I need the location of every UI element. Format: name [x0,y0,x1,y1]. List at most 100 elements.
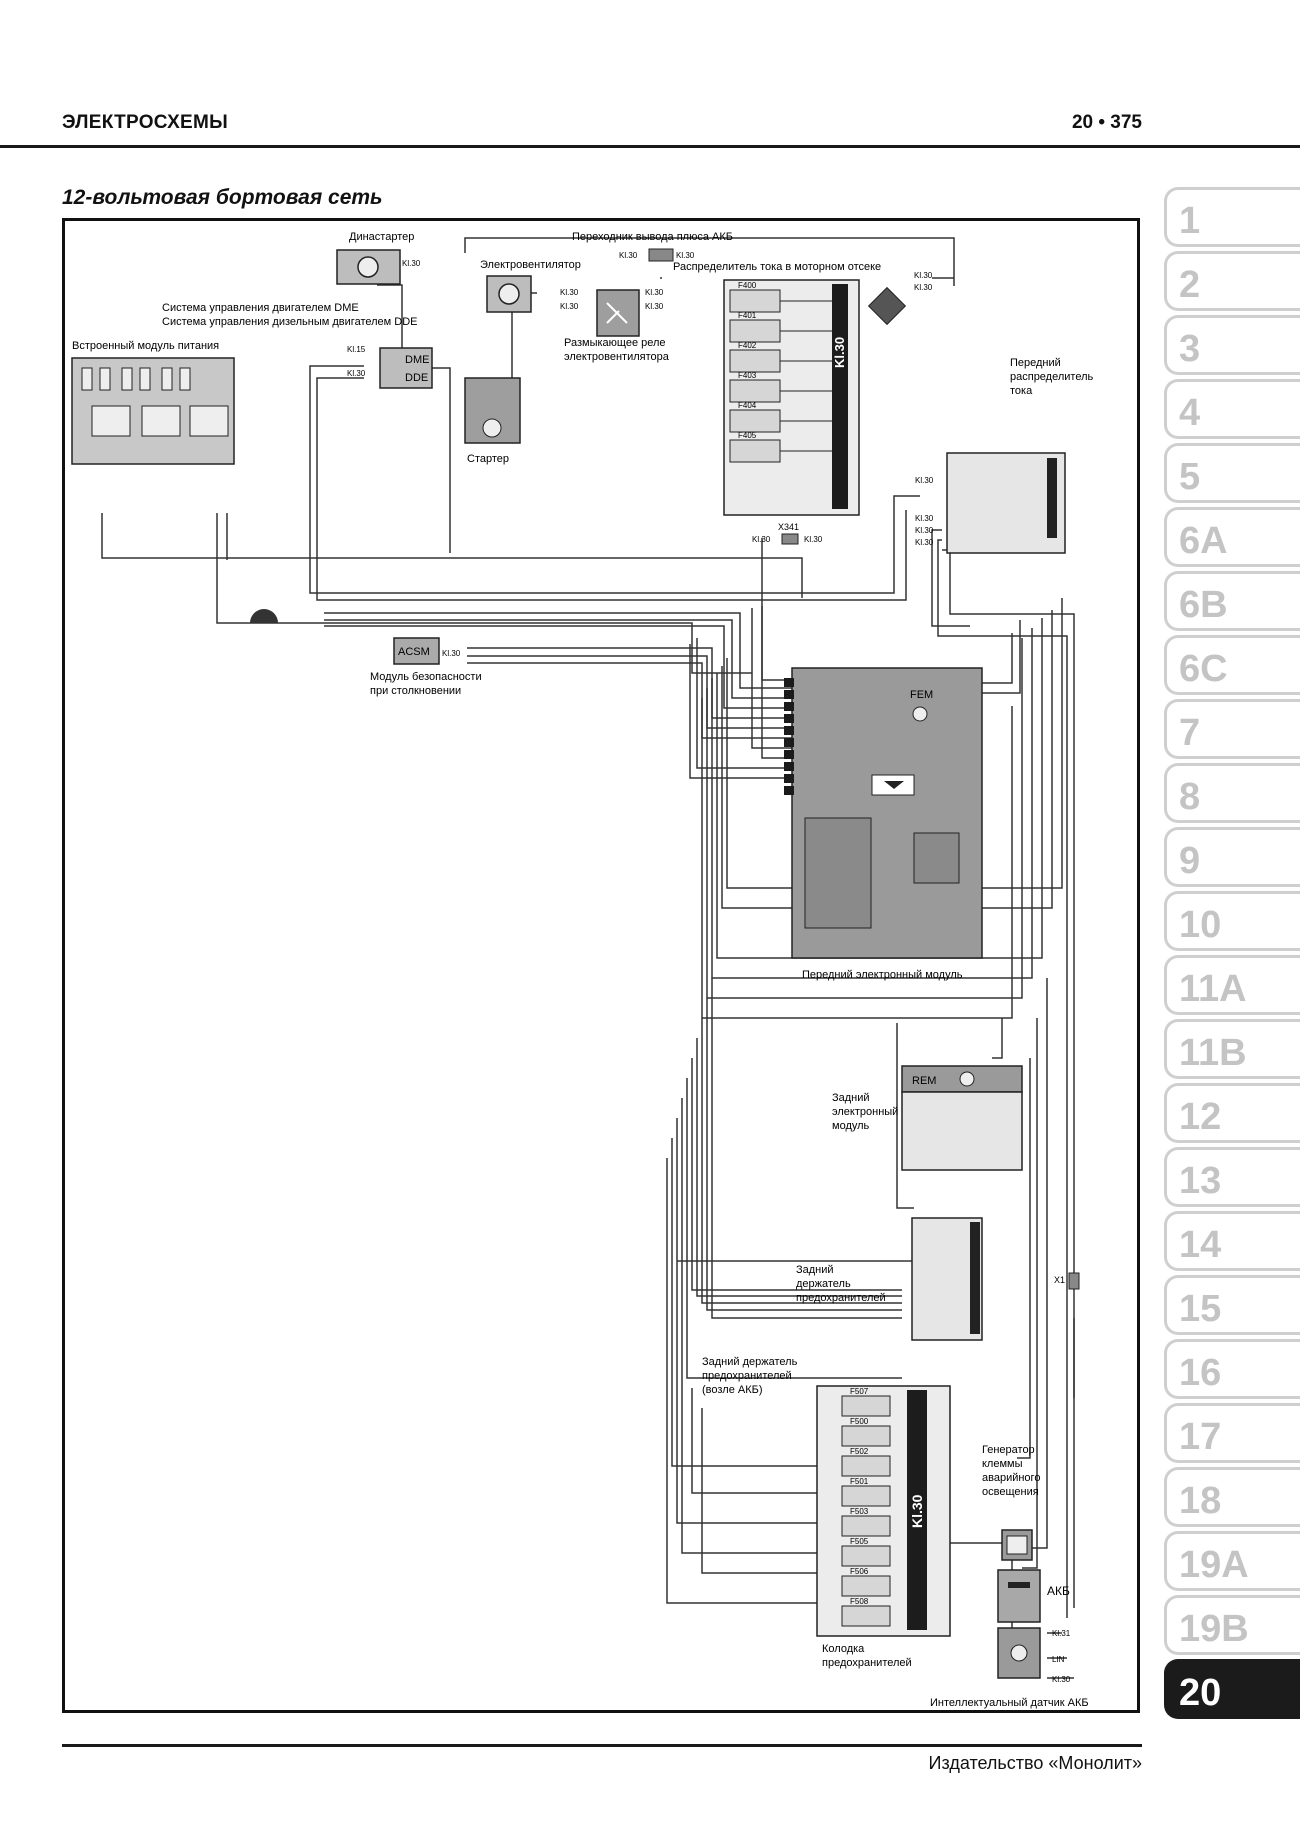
chapter-tab[interactable]: 1 [1164,187,1300,247]
chapter-tab[interactable]: 11B [1164,1019,1300,1079]
chapter-tab-label: 9 [1179,840,1201,882]
section-title: 12-вольтовая бортовая сеть [62,186,383,209]
dynastarter-symbol-icon [357,256,379,278]
chapter-tab[interactable]: 18 [1164,1467,1300,1527]
rem-controller-icon [959,1071,975,1087]
kl30-label: Kl.30 [914,283,933,292]
wiring-diagram: Династартер Kl.30 Переходник вывода плюс… [62,218,1140,1713]
fuse-f400-label: F400 [738,281,757,290]
dde-label: Система управления дизельным двигателем … [162,316,418,328]
chapter-tab-active[interactable]: 20 [1164,1659,1300,1719]
fuse-block [816,1385,951,1637]
chapter-tab-label: 12 [1179,1096,1222,1138]
kl30-label: Kl.30 [915,538,934,547]
chapter-tab[interactable]: 15 [1164,1275,1300,1335]
footer-rule [62,1744,1142,1747]
chapter-tab-label: 10 [1179,904,1222,946]
starter-motor-icon [482,418,502,438]
rear-fuse-label-2: держатель [796,1278,851,1290]
chapter-tab[interactable]: 13 [1164,1147,1300,1207]
fem-box-label: FEM [910,689,933,701]
chapter-tab-label: 14 [1179,1224,1222,1266]
rear-fuse-label-1: Задний [796,1264,834,1276]
dme-label: Система управления двигателем DME [162,302,359,314]
fuse-f501-label: F501 [850,1477,869,1486]
kl30-label: Kl.30 [915,526,934,535]
chapter-tab-label: 11A [1179,968,1247,1010]
rear-fuse-busbar [970,1222,980,1334]
chapter-tab-label: 19A [1179,1544,1249,1586]
engine-distributor-label: Распределитель тока в моторном отсеке [673,261,881,273]
chapter-tab[interactable]: 9 [1164,827,1300,887]
dme-box-label: DME [405,354,429,366]
fuse-f402-label: F402 [738,341,757,350]
fuse-f507-label: F507 [850,1387,869,1396]
kl30-label: Kl.30 [645,302,664,311]
chapter-tab[interactable]: 3 [1164,315,1300,375]
fuse-f404-label: F404 [738,401,757,410]
fem-relay-block-2 [913,832,960,884]
battery-cell-icon [1008,1582,1030,1588]
fem-relay-block [804,817,872,929]
chapter-tab-label: 11B [1179,1032,1247,1074]
generator-label-1: Генератор [982,1444,1035,1456]
fuse-block-busbar-label: Kl.30 [909,1494,925,1528]
footer-publisher: Издательство «Монолит» [928,1753,1142,1773]
rear-fuse-batt-label-2: предохранителей [702,1370,792,1382]
battery-adapter [648,248,674,262]
chapter-tab-label: 13 [1179,1160,1222,1202]
header-rule [0,145,1300,148]
chapter-tab[interactable]: 16 [1164,1339,1300,1399]
fuse-block-busbar [907,1390,927,1630]
generator-label-4: освещения [982,1486,1039,1498]
dynastarter-label: Династартер [349,231,414,243]
x1-connector [1068,1272,1080,1290]
ground-icon [250,609,278,623]
chapter-tab[interactable]: 19B [1164,1595,1300,1655]
chapter-tab-label: 20 [1179,1672,1222,1714]
chapter-tab[interactable]: 4 [1164,379,1300,439]
fuse-f405-label: F405 [738,431,757,440]
rear-fuse-batt-label-3: (возле АКБ) [702,1384,763,1396]
kl30-label: Kl.30 [560,288,579,297]
fan-relay-label-1: Размыкающее реле [564,337,666,349]
chapter-tab-rail: 1 2 3 4 5 6A 6B 6C 7 8 9 10 11A 11B 12 1… [1164,187,1300,1727]
power-module-label: Встроенный модуль питания [72,340,219,352]
chapter-tab-label: 3 [1179,328,1201,370]
rear-module-body [901,1091,1023,1171]
chapter-tab[interactable]: 2 [1164,251,1300,311]
chapter-tab[interactable]: 17 [1164,1403,1300,1463]
chapter-tab[interactable]: 8 [1164,763,1300,823]
chapter-tab[interactable]: 6C [1164,635,1300,695]
fan-relay-label-2: электровентилятора [564,351,670,363]
chapter-tab[interactable]: 6A [1164,507,1300,567]
generator-relay-icon [1006,1535,1028,1555]
rear-fuse-label-3: предохранителей [796,1292,886,1304]
chapter-tab[interactable]: 7 [1164,699,1300,759]
page-number: 20 • 375 [1071,112,1142,133]
x1-label: X1 [1054,1275,1065,1285]
chapter-tab[interactable]: 14 [1164,1211,1300,1271]
battery [997,1569,1041,1623]
wire-bundle [101,237,1075,1679]
chapter-tab[interactable]: 5 [1164,443,1300,503]
generator-label-2: клеммы [982,1458,1023,1470]
fem-arrow-icon [884,781,904,789]
distributor-terminal-icon [867,286,907,326]
chapter-tab-label: 6B [1179,584,1228,626]
fuse-f403-label: F403 [738,371,757,380]
chapter-tab[interactable]: 12 [1164,1083,1300,1143]
chapter-tab[interactable]: 10 [1164,891,1300,951]
fuse-f505-label: F505 [850,1537,869,1546]
chapter-tab[interactable]: 6B [1164,571,1300,631]
kl30-label: Kl.30 [914,271,933,280]
chapter-tab[interactable]: 11A [1164,955,1300,1015]
fuse-f502-label: F502 [850,1447,869,1456]
fuse-f508-label: F508 [850,1597,869,1606]
chapter-tab[interactable]: 19A [1164,1531,1300,1591]
fuse-block-fuses [841,1395,891,1627]
fuse-f500-label: F500 [850,1417,869,1426]
kl30-label: Kl.30 [804,535,823,544]
front-distributor-label-1: Передний [1010,357,1061,369]
fuse-f503-label: F503 [850,1507,869,1516]
